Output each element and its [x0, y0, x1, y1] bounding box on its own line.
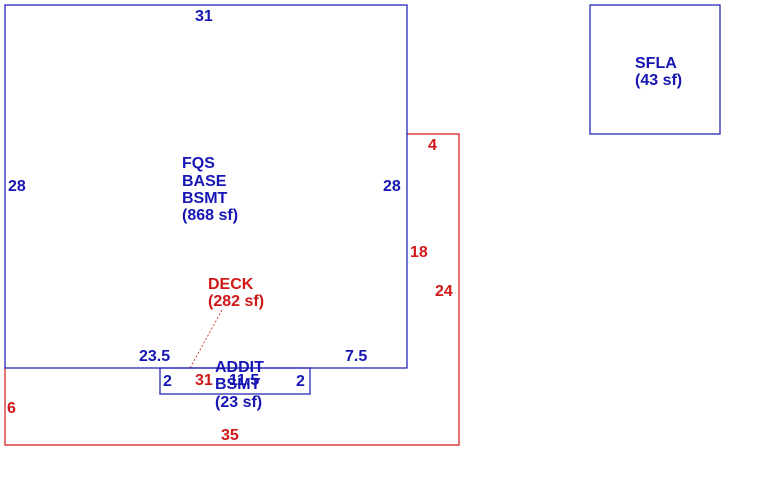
- deck-dim-inner: 31: [195, 372, 213, 389]
- deck-outline: [4, 133, 460, 446]
- addition-dim-bottom: 11.5: [229, 372, 259, 389]
- addition-outline: [159, 367, 311, 395]
- deck-dim-top: 4: [428, 137, 437, 154]
- main-area-sf: (868 sf): [182, 207, 238, 224]
- main-dim-bottom-left: 23.5: [139, 348, 170, 365]
- main-dim-left: 28: [8, 178, 26, 195]
- deck-dim-left: 6: [7, 400, 16, 417]
- main-name-line-3: BSMT: [182, 190, 228, 207]
- deck-leader-line: [189, 309, 223, 369]
- deck-dim-bottom: 35: [221, 427, 239, 444]
- addition-dim-left: 2: [163, 373, 172, 390]
- addition-dim-right: 2: [296, 373, 305, 390]
- sfla-area-sf: (43 sf): [635, 72, 682, 89]
- sfla-name: SFLA: [635, 55, 677, 72]
- deck-name: DECK: [208, 276, 254, 293]
- addition-name-line-1: ADDIT: [215, 359, 264, 376]
- main-dim-right: 28: [383, 178, 401, 195]
- deck-area: (282 sf): [208, 293, 264, 310]
- deck-dim-right-inner: 18: [410, 244, 428, 261]
- main-dim-bottom-right: 7.5: [345, 348, 367, 365]
- sfla-outline: [589, 4, 721, 135]
- main-dim-top: 31: [195, 8, 213, 25]
- main-name-line-1: FQS: [182, 155, 215, 172]
- deck-dim-right-outer: 24: [435, 283, 453, 300]
- addition-name-line-2: BSMT: [215, 376, 261, 393]
- addition-area-sf: (23 sf): [215, 394, 262, 411]
- main-name-line-2: BASE: [182, 173, 227, 190]
